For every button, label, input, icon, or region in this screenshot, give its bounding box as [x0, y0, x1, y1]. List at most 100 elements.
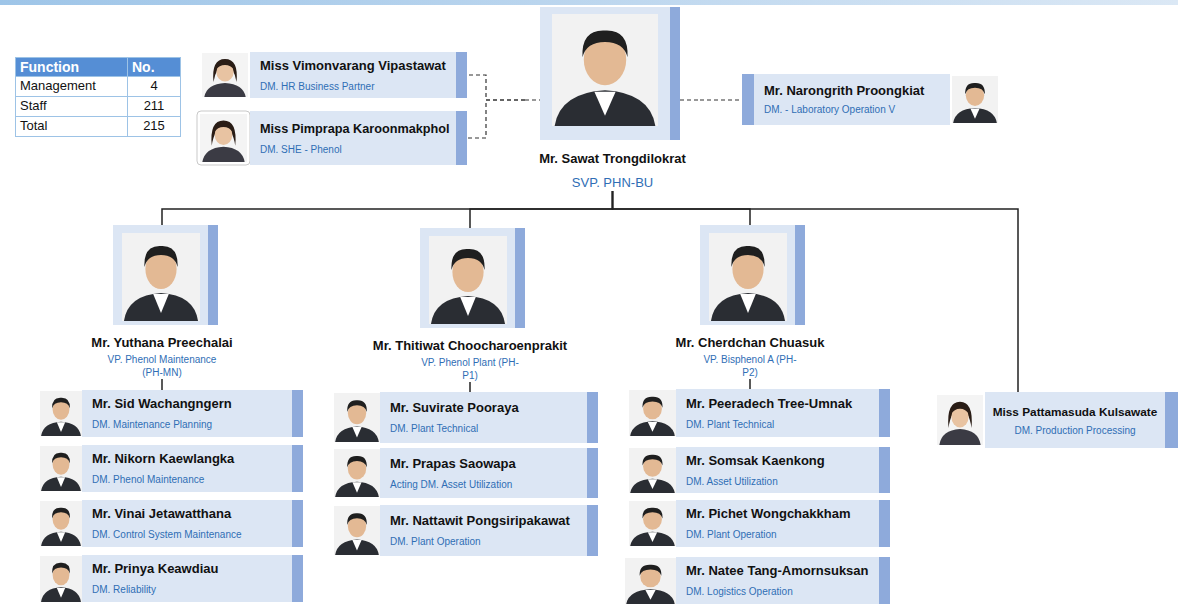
photo-frame: [197, 111, 250, 165]
dash-stub: [525, 99, 540, 100]
portrait: [552, 14, 658, 126]
job-title: VP. Bisphenol A (PH-P2): [700, 353, 800, 379]
connector: [161, 379, 163, 390]
portrait: [625, 558, 676, 604]
frame-bar: [515, 228, 525, 328]
frame-bar: [208, 225, 218, 325]
photo-frame: [113, 225, 208, 325]
job-title: DM. HR Business Partner: [260, 80, 450, 93]
person-box: Mr. Peeradech Tree-UmnakDM. Plant Techni…: [676, 389, 890, 437]
person-name: Mr. Vinai Jetawatthana: [92, 506, 286, 522]
person-name: Mr. Sid Wachangngern: [92, 396, 286, 412]
person-name: Mr. Narongrith Proongkiat: [764, 83, 942, 99]
connector: [749, 379, 751, 389]
dashed-connector: [700, 99, 742, 100]
job-title: DM. SHE - Phenol: [260, 143, 450, 156]
frame-bar: [795, 225, 805, 325]
table-cell: Management: [15, 76, 128, 97]
connector: [613, 191, 1019, 392]
job-title: DM. Logistics Operation: [686, 585, 873, 598]
portrait: [122, 233, 200, 321]
manager-node: Mr. Thitiwat ChoocharoenprakitVP. Phenol…: [360, 228, 580, 382]
job-title: DM. Control System Maintenance: [92, 528, 286, 541]
job-title: DM. Asset Utilization: [686, 475, 873, 488]
person-name: Miss Vimonvarang Vipastawat: [260, 58, 450, 74]
person-name: Miss Pimprapa Karoonmakphol: [260, 121, 450, 137]
person-box: Mr. Somsak KaenkongDM. Asset Utilization: [676, 447, 890, 493]
person-name: Mr. Pichet Wongchakkham: [686, 506, 873, 522]
portrait: [40, 501, 82, 546]
person-box: Mr. Sid WachangngernDM. Maintenance Plan…: [82, 390, 303, 437]
person-name: Mr. Suvirate Pooraya: [390, 400, 581, 416]
person-name: Miss Pattamasuda Kulsawate: [991, 404, 1159, 420]
dashed-connector: [467, 100, 525, 138]
person-box: Mr. Natee Tang-AmornsuksanDM. Logistics …: [676, 557, 890, 604]
portrait: [200, 114, 247, 162]
person-box: Mr. Vinai JetawatthanaDM. Control System…: [82, 500, 303, 547]
portrait: [952, 76, 998, 123]
table-cell: Total: [15, 116, 128, 137]
job-title: DM. Plant Operation: [390, 535, 581, 548]
photo-frame: [700, 225, 795, 325]
job-title: DM. Maintenance Planning: [92, 418, 286, 431]
table-header-cell: No.: [127, 57, 181, 77]
connector: [470, 191, 613, 228]
portrait: [629, 448, 676, 493]
job-title: DM. Phenol Maintenance: [92, 473, 286, 486]
manager-node: Mr. Yuthana PreechalaiVP. Phenol Mainten…: [62, 225, 262, 379]
job-title: DM. - Laboratory Operation V: [764, 103, 942, 116]
table-cell: 211: [127, 96, 181, 117]
portrait: [334, 506, 380, 555]
portrait: [40, 391, 82, 436]
person-name: Mr. Thitiwat Choocharoenprakit: [360, 338, 580, 354]
person-name: Mr. Somsak Kaenkong: [686, 453, 873, 469]
dash-stub: [680, 99, 700, 100]
job-title: DM. Production Processing: [991, 424, 1159, 437]
person-name: Mr. Peeradech Tree-Umnak: [686, 396, 873, 412]
person-box: Mr. Narongrith ProongkiatDM. - Laborator…: [742, 74, 950, 125]
person-box: Miss Pattamasuda KulsawateDM. Production…: [985, 392, 1178, 448]
job-title: VP. Phenol Plant (PH-P1): [420, 356, 520, 382]
person-box: Mr. Prinya KeawdiauDM. Reliability: [82, 555, 303, 602]
person-name: Mr. Natee Tang-Amornsuksan: [686, 563, 873, 579]
person-box: Miss Pimprapa KaroonmakpholDM. SHE - Phe…: [250, 111, 467, 165]
executive-node: Mr. Sawat TrongdilokratSVP. PHN-BU: [525, 5, 700, 191]
table-cell: 215: [127, 116, 181, 137]
dashed-connector: [467, 75, 525, 100]
frame-bar: [670, 7, 680, 140]
portrait: [202, 53, 248, 97]
person-box: Mr. Pichet WongchakkhamDM. Plant Operati…: [676, 500, 890, 547]
connector: [469, 382, 471, 392]
person-box: Miss Vimonvarang VipastawatDM. HR Busine…: [250, 52, 467, 98]
person-box: Mr. Suvirate PoorayaDM. Plant Technical: [380, 392, 598, 443]
person-box: Mr. Prapas SaowapaActing DM. Asset Utili…: [380, 448, 598, 498]
person-name: Mr. Prinya Keawdiau: [92, 561, 286, 577]
table-cell: Staff: [15, 96, 128, 117]
portrait: [334, 393, 380, 442]
job-title: SVP. PHN-BU: [525, 175, 700, 191]
job-title: DM. Plant Technical: [390, 422, 581, 435]
person-box: Mr. Nattawit PongsiripakawatDM. Plant Op…: [380, 505, 598, 556]
portrait: [937, 395, 983, 445]
person-name: Mr. Yuthana Preechalai: [62, 335, 262, 351]
person-name: Mr. Sawat Trongdilokrat: [525, 151, 700, 167]
connector: [162, 191, 613, 225]
table-cell: 4: [127, 76, 181, 97]
table-header-cell: Function: [15, 57, 128, 77]
photo-frame: [540, 7, 670, 140]
portrait: [40, 556, 82, 602]
connector: [613, 191, 751, 225]
top-band: [0, 0, 1178, 5]
portrait: [629, 390, 676, 436]
job-title: DM. Reliability: [92, 583, 286, 596]
person-name: Mr. Nattawit Pongsiripakawat: [390, 513, 581, 529]
job-title: DM. Plant Technical: [686, 418, 873, 431]
job-title: Acting DM. Asset Utilization: [390, 478, 581, 491]
portrait: [40, 446, 82, 491]
person-name: Mr. Nikorn Kaewlangka: [92, 451, 286, 467]
person-name: Mr. Prapas Saowapa: [390, 456, 581, 472]
portrait: [334, 449, 380, 497]
person-box: Mr. Nikorn KaewlangkaDM. Phenol Maintena…: [82, 445, 303, 492]
manager-node: Mr. Cherdchan ChuasukVP. Bisphenol A (PH…: [650, 225, 850, 379]
